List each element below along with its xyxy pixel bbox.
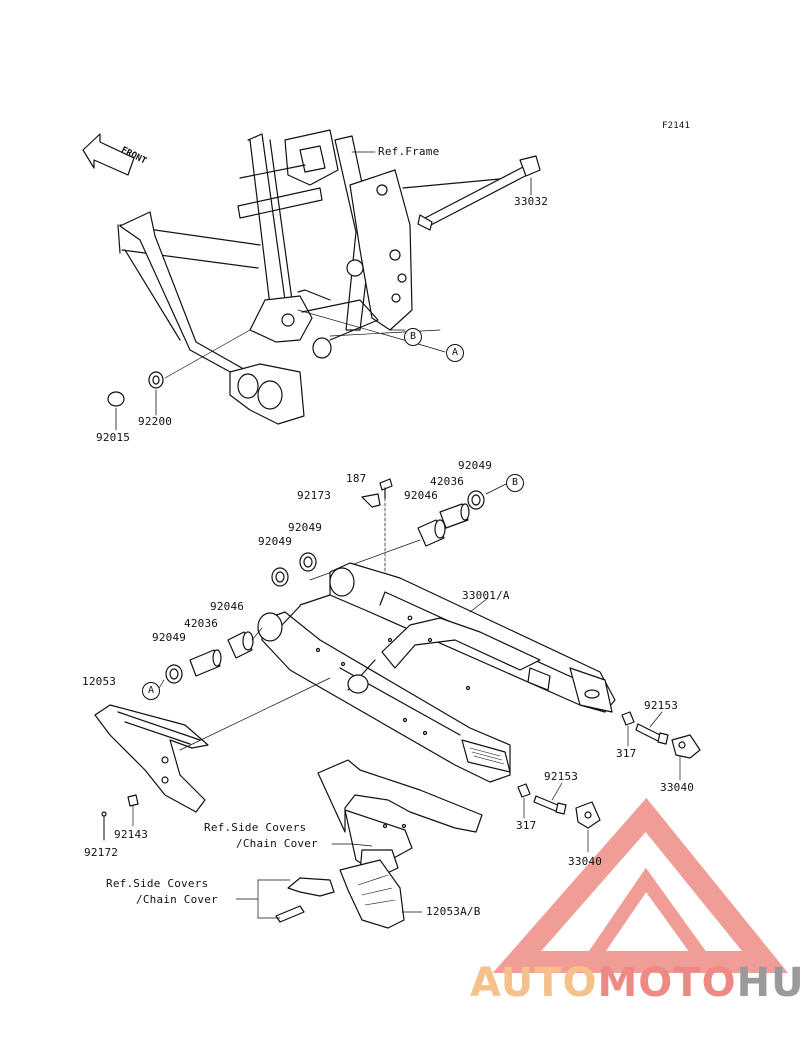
- pivot-bolt-33032: [417, 155, 541, 231]
- part-92049-low: 92049: [152, 631, 187, 644]
- watermark-hub: HUB: [736, 960, 800, 1006]
- callout-b: B: [404, 328, 422, 346]
- part-92153-a: 92153: [644, 699, 679, 712]
- bearing-92046-low: [227, 631, 254, 659]
- figure-code: F2141: [662, 121, 691, 131]
- seal-92049-mid2: [299, 552, 317, 572]
- bolt-92172: [101, 811, 107, 841]
- seal-92049-top: [467, 490, 485, 510]
- bracket-bolt-lower: [235, 877, 335, 923]
- part-33032: 33032: [514, 195, 549, 208]
- clamp-92173: [361, 493, 381, 508]
- ref-frame-label: Ref.Frame: [378, 145, 440, 158]
- adjuster-33040-b: [575, 801, 601, 853]
- front-arrow-icon: [82, 133, 135, 176]
- seal-92049-low: [165, 664, 183, 684]
- part-92200: 92200: [138, 415, 173, 428]
- part-42036-top: 42036: [430, 475, 465, 488]
- part-33001A: 33001/A: [462, 589, 510, 602]
- part-92046-top: 92046: [404, 489, 439, 502]
- adjuster-33040-a: [671, 734, 701, 781]
- pivot-nut-92015: [107, 391, 125, 431]
- part-12053: 12053: [82, 675, 117, 688]
- ref-side-covers-1-line1: Ref.Side Covers: [204, 821, 307, 834]
- seal-92049-mid1: [271, 567, 289, 587]
- swingarm-33001A: [257, 562, 616, 783]
- part-33040-a: 33040: [660, 781, 695, 794]
- bearing-92046-top: [417, 519, 446, 547]
- part-187: 187: [346, 472, 367, 485]
- bolt-92153-a: [635, 711, 669, 745]
- part-92143: 92143: [114, 828, 149, 841]
- part-92049-mid2: 92049: [288, 521, 323, 534]
- part-12053AB: 12053A/B: [426, 905, 481, 918]
- nut-92143: [127, 794, 139, 827]
- ref-side-covers-2-line2: /Chain Cover: [136, 893, 218, 906]
- part-33040-b: 33040: [568, 855, 603, 868]
- collar-317-a: [621, 711, 635, 747]
- part-92049-top: 92049: [458, 459, 493, 472]
- chain-cover-12053AB: [317, 759, 483, 929]
- bolt-187: [379, 478, 393, 591]
- part-92015: 92015: [96, 431, 131, 444]
- part-92173: 92173: [297, 489, 332, 502]
- washer-92200: [148, 329, 251, 416]
- collar-42036-low: [189, 649, 222, 677]
- bolt-92153-b: [533, 782, 567, 815]
- callout-b-2: B: [506, 474, 524, 492]
- part-92046-low: 92046: [210, 600, 245, 613]
- part-42036-low: 42036: [184, 617, 219, 630]
- frame-drawing: [117, 129, 511, 425]
- collar-317-b: [517, 783, 531, 819]
- part-92172: 92172: [84, 846, 119, 859]
- watermark-moto: MOTO: [597, 960, 737, 1006]
- callout-a: A: [446, 344, 464, 362]
- part-92049-mid1: 92049: [258, 535, 293, 548]
- ref-side-covers-2-line1: Ref.Side Covers: [106, 877, 209, 890]
- part-92153-b: 92153: [544, 770, 579, 783]
- part-317-a: 317: [616, 747, 637, 760]
- part-317-b: 317: [516, 819, 537, 832]
- watermark-logo: AUTOMOTOHUB: [470, 963, 800, 1003]
- chain-guard-12053: [94, 677, 331, 813]
- callout-a-2: A: [142, 682, 160, 700]
- ref-side-covers-1-line2: /Chain Cover: [236, 837, 318, 850]
- watermark-triangle: [492, 797, 789, 973]
- watermark-auto: AUTO: [470, 960, 598, 1006]
